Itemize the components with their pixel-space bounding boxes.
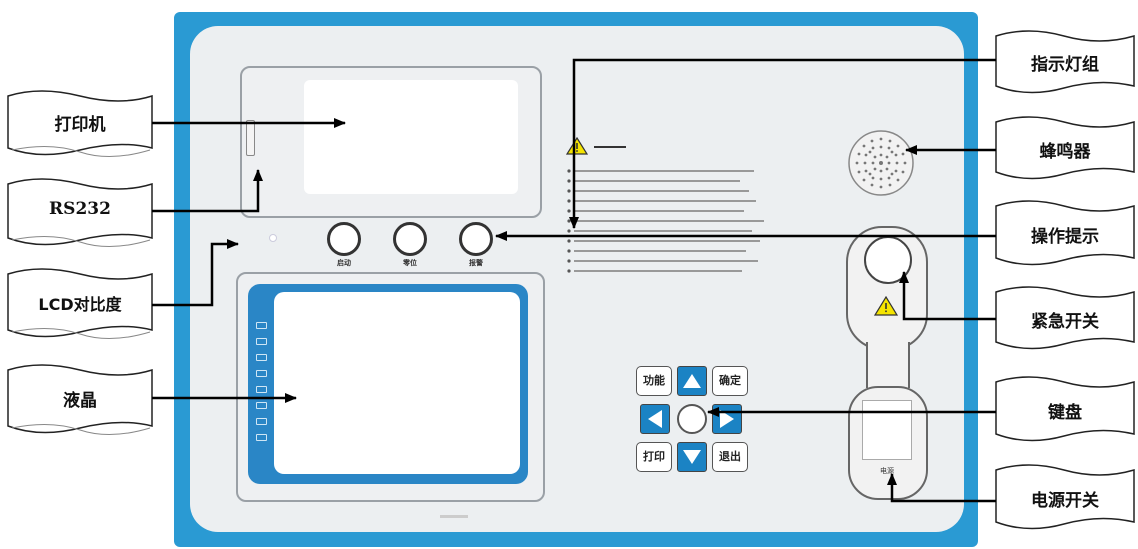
callout-label-lcd: 液晶 — [63, 391, 97, 411]
up-arrow-key[interactable] — [677, 366, 707, 396]
switch-housing-neck — [866, 342, 910, 388]
callout-flag-rs232 — [7, 178, 153, 248]
lcd-side-button[interactable] — [256, 370, 267, 377]
lcd-side-button[interactable] — [256, 386, 267, 393]
alarm-lamp-label: 报警 — [469, 259, 483, 267]
arrow-down-icon — [683, 450, 701, 464]
alarm-lamp — [459, 222, 493, 256]
lcd-side-button[interactable] — [256, 338, 267, 345]
down-arrow-key[interactable] — [677, 442, 707, 472]
callout-flag-indicator-lights — [995, 30, 1135, 94]
callout-label-printer: 打印机 — [54, 115, 106, 135]
exit-key[interactable]: 退出 — [712, 442, 748, 472]
callout-label-power-switch: 电源开关 — [1031, 491, 1099, 511]
leader-lines-left — [152, 118, 346, 403]
center-key[interactable] — [677, 404, 707, 434]
callout-label-emergency-switch: 紧急开关 — [1031, 312, 1099, 332]
zero-lamp — [393, 222, 427, 256]
callout-flag-keypad — [995, 376, 1135, 442]
callout-flag-buzzer — [995, 116, 1135, 180]
warning-triangle-icon — [874, 296, 898, 316]
lcd-side-button[interactable] — [256, 402, 267, 409]
operation-tips-lines — [567, 169, 764, 273]
start-lamp-label: 启动 — [337, 259, 351, 267]
callout-label-keypad: 键盘 — [1048, 403, 1082, 423]
callout-flag-emergency-switch — [995, 286, 1135, 350]
power-switch-label: 电源 — [880, 467, 894, 475]
arrow-left-icon — [648, 410, 662, 428]
warning-title-bar — [594, 146, 626, 148]
callout-flag-printer — [7, 90, 153, 158]
lcd-side-button[interactable] — [256, 434, 267, 441]
print-key[interactable]: 打印 — [636, 442, 672, 472]
zero-lamp-label: 零位 — [403, 259, 417, 267]
callout-label-indicator-lights: 指示灯组 — [1031, 55, 1099, 75]
arrow-up-icon — [683, 374, 701, 388]
callout-label-lcd-contrast: LCD对比度 — [38, 295, 122, 314]
leader-lines-right — [495, 58, 996, 503]
power-switch-rocker[interactable] — [862, 400, 912, 460]
arrow-right-icon — [720, 410, 734, 428]
left-arrow-key[interactable] — [640, 404, 670, 434]
lcd-contrast-knob[interactable] — [269, 234, 277, 242]
lcd-side-button[interactable] — [256, 354, 267, 361]
buzzer-grille-icon — [848, 130, 914, 196]
lcd-side-button[interactable] — [256, 418, 267, 425]
start-lamp — [327, 222, 361, 256]
callout-flag-power-switch — [995, 464, 1135, 530]
lcd-screen — [274, 292, 520, 474]
lcd-side-button[interactable] — [256, 322, 267, 329]
callout-label-operation-tips: 操作提示 — [1031, 227, 1099, 247]
panel-slot — [440, 515, 468, 518]
callout-flag-lcd — [7, 364, 153, 436]
operation-tips-text — [566, 162, 806, 282]
callout-label-buzzer: 蜂鸣器 — [1039, 142, 1091, 162]
confirm-key[interactable]: 确定 — [712, 366, 748, 396]
rs232-port[interactable] — [246, 120, 255, 156]
function-key[interactable]: 功能 — [636, 366, 672, 396]
callout-label-rs232: RS232 — [49, 199, 111, 219]
callout-flag-operation-tips — [995, 200, 1135, 266]
warning-triangle-icon — [566, 137, 588, 155]
callout-flag-lcd-contrast — [7, 268, 153, 340]
printer-paper-outlet — [304, 80, 518, 194]
